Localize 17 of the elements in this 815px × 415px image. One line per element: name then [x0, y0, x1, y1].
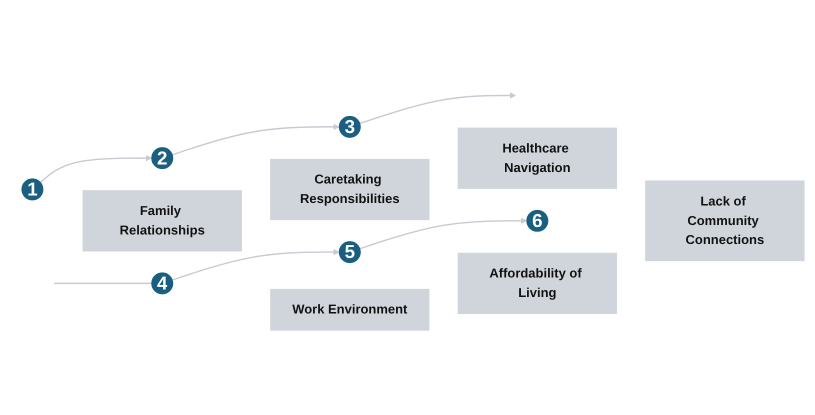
- arrow: [360, 218, 527, 250]
- arrow: [172, 248, 340, 281]
- topic-box: Family Relationships: [82, 190, 242, 252]
- step-number-circle: 1: [21, 178, 44, 200]
- topic-box: Work Environment: [270, 288, 430, 331]
- topic-box: Affordability of Living: [458, 252, 618, 314]
- arrow: [360, 92, 516, 124]
- step-number-circle: 3: [338, 116, 361, 138]
- topic-box: Caretaking Responsibilities: [270, 158, 430, 220]
- arrow: [172, 124, 340, 156]
- topic-box: Healthcare Navigation: [458, 128, 618, 189]
- step-number-circle: 4: [151, 272, 174, 294]
- topic-box: Lack of Community Connections: [645, 180, 805, 262]
- step-number-circle: 6: [526, 210, 548, 232]
- arrow: [40, 154, 152, 183]
- step-number-circle: 5: [338, 240, 361, 264]
- step-number-circle: 2: [151, 146, 174, 170]
